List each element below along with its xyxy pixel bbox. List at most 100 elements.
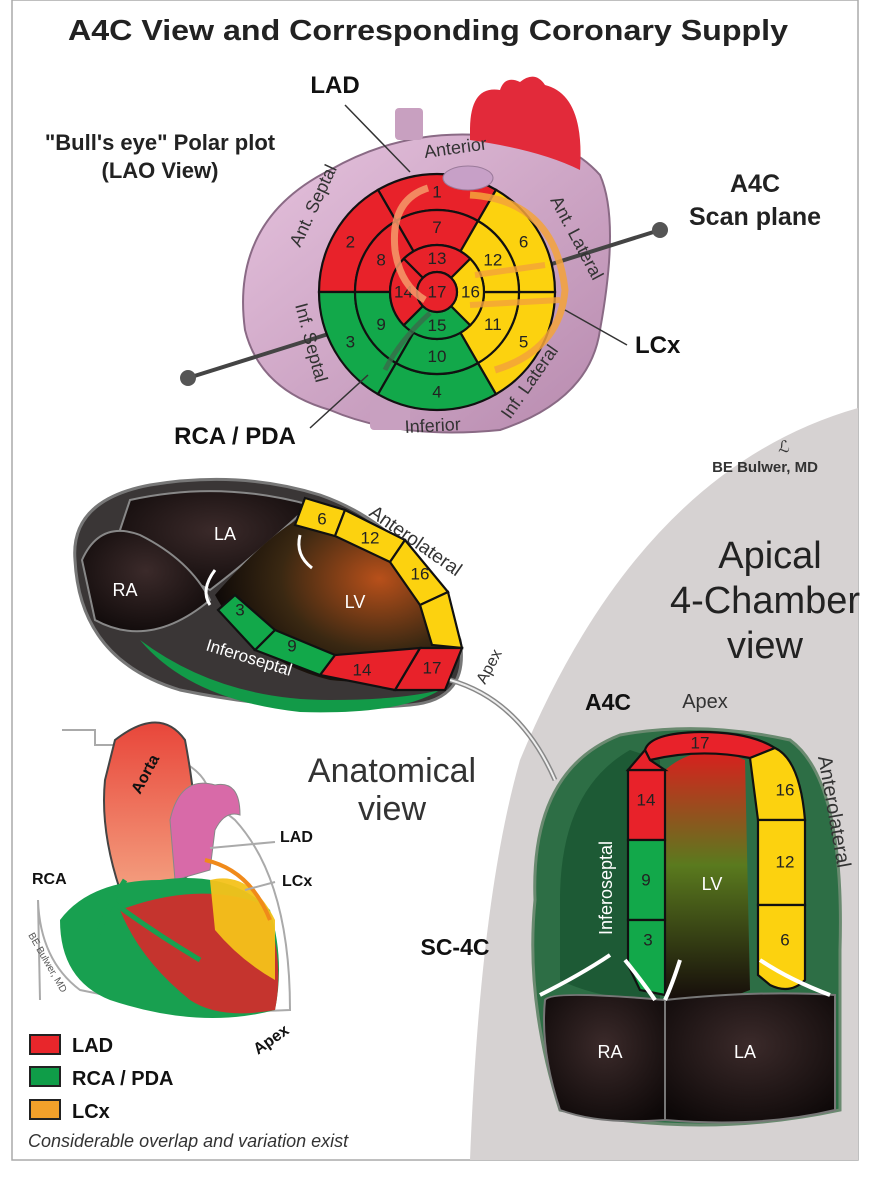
a4c-anat-lv-label: LV (345, 592, 366, 612)
bullseye-segment-label-7: 7 (432, 218, 441, 237)
echo-label-6: 6 (780, 931, 789, 950)
a4c-anat-label-12: 12 (361, 529, 380, 548)
bullseye-segment-label-8: 8 (376, 250, 385, 269)
echo-segment-apical-septal (625, 748, 669, 772)
right-atrium (543, 994, 666, 1123)
wall-label-inferior: Inferior (404, 414, 461, 437)
echo-label-12: 12 (776, 853, 795, 872)
scan-plane-label-line1: A4C (730, 170, 780, 198)
apical-title-line1: Apical (718, 535, 822, 577)
valve-leaflet (204, 569, 217, 606)
echo-sc4c-label: SC-4C (420, 934, 489, 960)
lcx-branches (469, 262, 561, 308)
lcx-label: LCx (635, 332, 681, 359)
apical-title-line2: 4-Chamber (670, 580, 860, 622)
rv-wall-green (140, 640, 440, 713)
tricuspid-leaflet (539, 953, 612, 997)
anatomical-view-label-line2: view (358, 790, 426, 828)
rca-branches (87, 878, 202, 963)
lcx-leader (244, 881, 276, 891)
bullseye-segment-label-17: 17 (428, 283, 447, 302)
a4c-anat-label-17: 17 (423, 659, 442, 678)
anatomical-view-label-line1: Anatomical (308, 752, 476, 790)
outline (37, 729, 292, 1012)
legend-swatch-lcx (29, 1099, 61, 1120)
echo-segment-17 (643, 730, 778, 762)
echo-label-16: 16 (776, 781, 795, 800)
bullseye-caption-line2: (LAO View) (102, 158, 219, 183)
echo-label-17: 17 (691, 734, 710, 753)
signature: BE Bulwer, MD (712, 459, 818, 476)
pda-artery-path (382, 311, 432, 372)
legend-swatch-rca (29, 1066, 61, 1087)
scan-plane-handle-right (652, 222, 668, 238)
great-vessels (470, 76, 581, 170)
bullseye-caption-line1: "Bull's eye" Polar plot (45, 130, 276, 155)
a4c-anat-segment-apical-lateral (418, 590, 464, 650)
lad-leader-line (344, 104, 411, 173)
bullseye-segment-label-11: 11 (484, 315, 502, 334)
vessel-origin (442, 165, 494, 191)
vessel-stub (395, 108, 423, 140)
pulmonary-artery (169, 782, 241, 881)
a4c-anat-label-9: 9 (287, 637, 296, 656)
echo-label-14: 14 (637, 791, 656, 810)
scan-plane-label-line2: Scan plane (689, 203, 821, 231)
echo-lv-label: LV (702, 874, 723, 894)
a4c-anat-ra-label: RA (112, 580, 137, 600)
echo-a4c-label: A4C (585, 689, 631, 715)
ventricles-yellow (210, 878, 275, 980)
scan-plane-handle-left (180, 370, 196, 386)
mitral-leaflet (663, 959, 682, 1001)
tricuspid-leaflet (623, 958, 657, 1002)
connector-line-inner (449, 679, 556, 781)
echo-a4c-heart: 17 14 9 3 16 12 6 LV RA LA Inferoseptal (531, 727, 842, 1127)
lcx-leader-line (564, 309, 628, 346)
lcx-artery-path (469, 191, 569, 374)
valve-leaflet (297, 534, 313, 570)
bullseye-segment-label-9: 9 (376, 315, 385, 334)
heart-rca-label: RCA (32, 871, 67, 888)
echo-ra-label: RA (597, 1042, 622, 1062)
rca-pda-label: RCA / PDA (174, 423, 296, 450)
legend-note: Considerable overlap and variation exist (28, 1131, 349, 1151)
echo-la-label: LA (734, 1042, 756, 1062)
legend-label-lcx: LCx (72, 1101, 110, 1123)
left-atrium (664, 992, 836, 1124)
rca-leader-line (309, 374, 369, 429)
legend-label-rca: RCA / PDA (72, 1068, 173, 1090)
bullseye-segment-label-6: 6 (519, 233, 528, 252)
echo-label-9: 9 (641, 871, 650, 890)
bullseye-segment-label-13: 13 (428, 249, 447, 268)
lcx-vessel (204, 858, 272, 921)
bullseye-segment-label-12: 12 (483, 250, 502, 269)
echo-label-3: 3 (643, 931, 652, 950)
anatomical-a4c-heart: 6 12 16 17 14 9 3 LA RA LV Inferoseptal (73, 477, 464, 713)
a4c-anat-label-14: 14 (353, 661, 372, 680)
bullseye-segment-label-16: 16 (461, 283, 480, 302)
lad-leader (209, 841, 276, 849)
mitral-leaflet (758, 958, 831, 997)
echo-segment-9 (626, 838, 667, 922)
echo-apex-label: Apex (682, 691, 728, 713)
a4c-anat-label-6: 6 (317, 510, 326, 529)
bullseye-segment-label-15: 15 (428, 316, 447, 335)
heart-lad-label: LAD (280, 829, 313, 846)
lad-label: LAD (310, 72, 359, 99)
a4c-anat-label-16: 16 (411, 565, 430, 584)
signature-mark: ℒ (778, 439, 790, 456)
left-ventricle (665, 752, 750, 1004)
heart-lcx-label: LCx (282, 873, 312, 890)
bullseye-segment-label-4: 4 (432, 383, 441, 402)
legend: LAD RCA / PDA LCx Considerable overlap a… (28, 1034, 349, 1151)
bullseye-segment-label-10: 10 (428, 347, 447, 366)
lad-artery-path (390, 184, 430, 304)
right-atrium (80, 530, 212, 633)
a4c-anat-la-label: LA (214, 524, 236, 544)
bullseye-segment-label-1: 1 (432, 183, 441, 202)
vessel-stub-bottom (370, 400, 410, 430)
legend-label-lad: LAD (72, 1035, 113, 1057)
bullseye-segment-label-2: 2 (346, 233, 355, 252)
bullseye-segment-label-3: 3 (346, 333, 355, 352)
